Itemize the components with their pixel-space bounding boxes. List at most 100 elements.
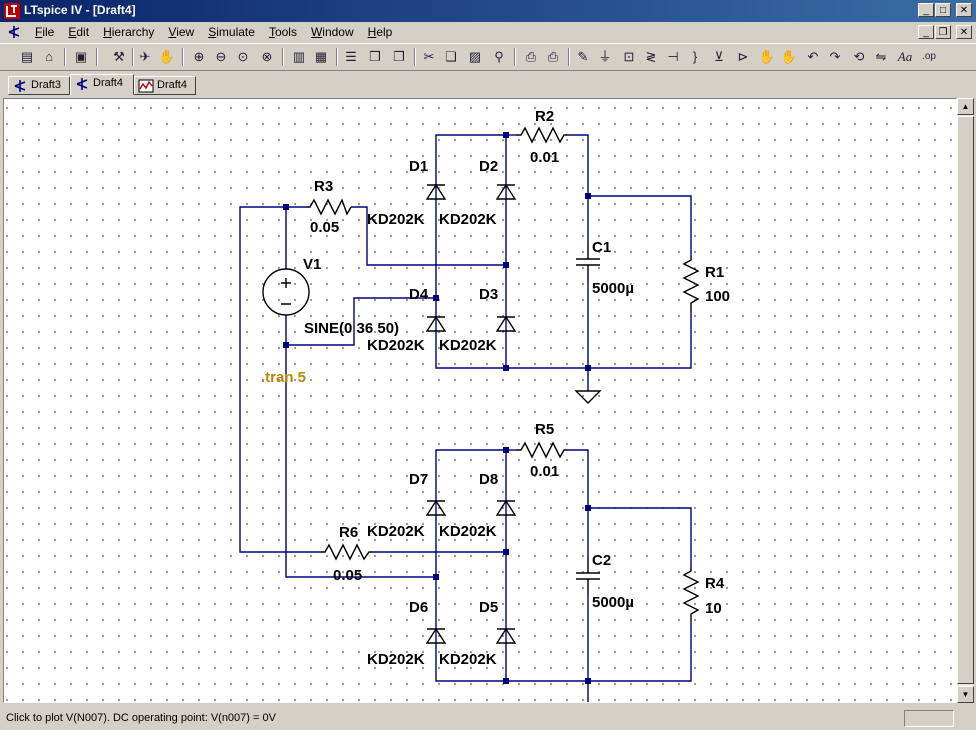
label-R1-value: 100 bbox=[705, 288, 730, 305]
paste-icon[interactable]: ▨ bbox=[468, 49, 482, 64]
mdi-minimize-button[interactable]: _ bbox=[918, 25, 934, 39]
label-C1-name: C1 bbox=[592, 239, 611, 256]
diode-D1[interactable] bbox=[425, 183, 447, 200]
find-icon[interactable]: ⚲ bbox=[494, 49, 504, 64]
resistor-R3[interactable] bbox=[306, 198, 352, 216]
drag-icon[interactable]: ✋ bbox=[780, 49, 798, 64]
component-icon[interactable]: ⊳ bbox=[737, 49, 749, 64]
wire[interactable] bbox=[506, 595, 589, 682]
wire[interactable] bbox=[506, 281, 589, 369]
vertical-scrollbar[interactable]: ▲ ▼ bbox=[957, 98, 974, 703]
halt-icon[interactable]: ✋ bbox=[158, 49, 176, 64]
menu-file[interactable]: File bbox=[35, 25, 55, 39]
text-icon[interactable]: Aa bbox=[897, 49, 913, 64]
save-icon[interactable]: ▣ bbox=[74, 49, 88, 64]
scroll-thumb[interactable] bbox=[957, 116, 974, 684]
label-net-icon[interactable]: ⊡ bbox=[623, 49, 635, 64]
mirror-icon[interactable]: ⇋ bbox=[875, 49, 887, 64]
tile-vertical-icon[interactable]: ❐ bbox=[393, 49, 405, 64]
draw-wire-icon[interactable]: ✎ bbox=[577, 49, 589, 64]
move-icon[interactable]: ✋ bbox=[758, 49, 776, 64]
capacitor-C2[interactable] bbox=[576, 556, 600, 595]
diode-D5[interactable] bbox=[495, 627, 517, 644]
wire[interactable] bbox=[588, 311, 692, 369]
label-V1-value: SINE(0 36 50) bbox=[304, 320, 399, 337]
diode-D7[interactable] bbox=[425, 499, 447, 516]
wire[interactable] bbox=[588, 195, 692, 256]
zoom-fit-icon[interactable]: ⊙ bbox=[237, 49, 249, 64]
menu-view[interactable]: View bbox=[168, 25, 195, 39]
wire[interactable] bbox=[239, 206, 321, 553]
netlist-icon[interactable]: ▦ bbox=[314, 49, 328, 64]
open-icon[interactable]: ⌂ bbox=[45, 49, 53, 64]
zoom-out-icon[interactable]: ⊖ bbox=[215, 49, 227, 64]
menu-simulate[interactable]: Simulate bbox=[208, 25, 255, 39]
diode-D2[interactable] bbox=[495, 183, 517, 200]
menu-tools[interactable]: Tools bbox=[268, 25, 297, 39]
zoom-cancel-icon[interactable]: ⊗ bbox=[261, 49, 273, 64]
diode-icon[interactable]: ⊻ bbox=[714, 49, 724, 64]
tab-draft4-waveform[interactable]: Draft4 bbox=[134, 76, 196, 95]
tab-draft4-schematic[interactable]: Draft4 bbox=[70, 74, 134, 95]
print-icon[interactable]: ⎙ bbox=[547, 49, 559, 64]
resistor-R5[interactable] bbox=[516, 441, 568, 459]
cut-icon[interactable]: ✂ bbox=[423, 49, 435, 64]
resistor-R6[interactable] bbox=[321, 543, 373, 561]
schematic-canvas[interactable]: R2 0.01 R3 0.05 D1 D2 KD202K KD202K C1 5… bbox=[3, 98, 957, 703]
undo-icon[interactable]: ↶ bbox=[807, 49, 819, 64]
label-V1-name: V1 bbox=[303, 256, 321, 273]
menu-help[interactable]: Help bbox=[367, 25, 393, 39]
ground-icon[interactable]: ⏚ bbox=[598, 49, 612, 64]
resistor-R2[interactable] bbox=[516, 126, 568, 144]
wire[interactable] bbox=[286, 297, 436, 346]
resistor-R4[interactable] bbox=[682, 567, 700, 621]
diode-D4[interactable] bbox=[425, 315, 447, 332]
voltage-source-V1[interactable] bbox=[262, 268, 310, 316]
schematic-drawing[interactable]: R2 0.01 R3 0.05 D1 D2 KD202K KD202K C1 5… bbox=[3, 98, 957, 703]
menu-edit[interactable]: Edit bbox=[68, 25, 90, 39]
wire[interactable] bbox=[285, 315, 436, 578]
menu-hierarchy[interactable]: Hierarchy bbox=[103, 25, 155, 39]
document-icon[interactable] bbox=[6, 24, 22, 40]
wire[interactable] bbox=[568, 449, 589, 556]
mdi-restore-button[interactable]: ❐ bbox=[935, 25, 951, 39]
resistor-icon[interactable]: ≷ bbox=[645, 49, 657, 64]
wire[interactable] bbox=[588, 507, 692, 567]
rotate-icon[interactable]: ⟲ bbox=[853, 49, 865, 64]
menu-bar: File Edit Hierarchy View Simulate Tools … bbox=[0, 22, 976, 42]
scroll-down-button[interactable]: ▼ bbox=[957, 686, 974, 703]
control-panel-icon[interactable]: ⚒ bbox=[113, 49, 125, 64]
minimize-button[interactable]: _ bbox=[918, 3, 934, 17]
wire[interactable] bbox=[588, 621, 692, 682]
diode-D3[interactable] bbox=[495, 315, 517, 332]
maximize-button[interactable]: □ bbox=[935, 3, 951, 17]
menu-window[interactable]: Window bbox=[310, 25, 354, 39]
status-text: Click to plot V(N007). DC operating poin… bbox=[6, 712, 276, 724]
diode-D8[interactable] bbox=[495, 499, 517, 516]
inductor-icon[interactable]: } bbox=[692, 49, 698, 64]
label-R2-value: 0.01 bbox=[530, 149, 559, 166]
close-button[interactable]: ✕ bbox=[956, 3, 972, 17]
tab-draft3[interactable]: Draft3 bbox=[8, 76, 70, 95]
spice-directive-icon[interactable]: .op bbox=[922, 51, 936, 62]
tile-horizontal-icon[interactable]: ☰ bbox=[345, 49, 357, 64]
print-preview-icon[interactable]: ⎙ bbox=[525, 49, 537, 64]
autorange-icon[interactable]: ▥ bbox=[292, 49, 306, 64]
wire[interactable] bbox=[568, 134, 589, 241]
copy-icon[interactable]: ❏ bbox=[445, 49, 457, 64]
capacitor-C1[interactable] bbox=[576, 241, 600, 281]
cascade-icon[interactable]: ❒ bbox=[369, 49, 381, 64]
run-icon[interactable]: ✈ bbox=[139, 49, 151, 64]
zoom-in-icon[interactable]: ⊕ bbox=[193, 49, 205, 64]
redo-icon[interactable]: ↷ bbox=[829, 49, 841, 64]
mdi-close-button[interactable]: ✕ bbox=[956, 25, 972, 39]
diode-D6[interactable] bbox=[425, 627, 447, 644]
resistor-R1[interactable] bbox=[682, 256, 700, 311]
capacitor-icon[interactable]: ⊣ bbox=[667, 49, 679, 64]
wire[interactable] bbox=[351, 206, 506, 266]
new-schematic-icon[interactable]: ▤ bbox=[20, 49, 34, 64]
spice-directive[interactable]: .tran 5 bbox=[261, 369, 306, 386]
scroll-up-button[interactable]: ▲ bbox=[957, 98, 974, 115]
label-D2-name: D2 bbox=[479, 158, 498, 175]
junction-dot bbox=[503, 365, 509, 371]
